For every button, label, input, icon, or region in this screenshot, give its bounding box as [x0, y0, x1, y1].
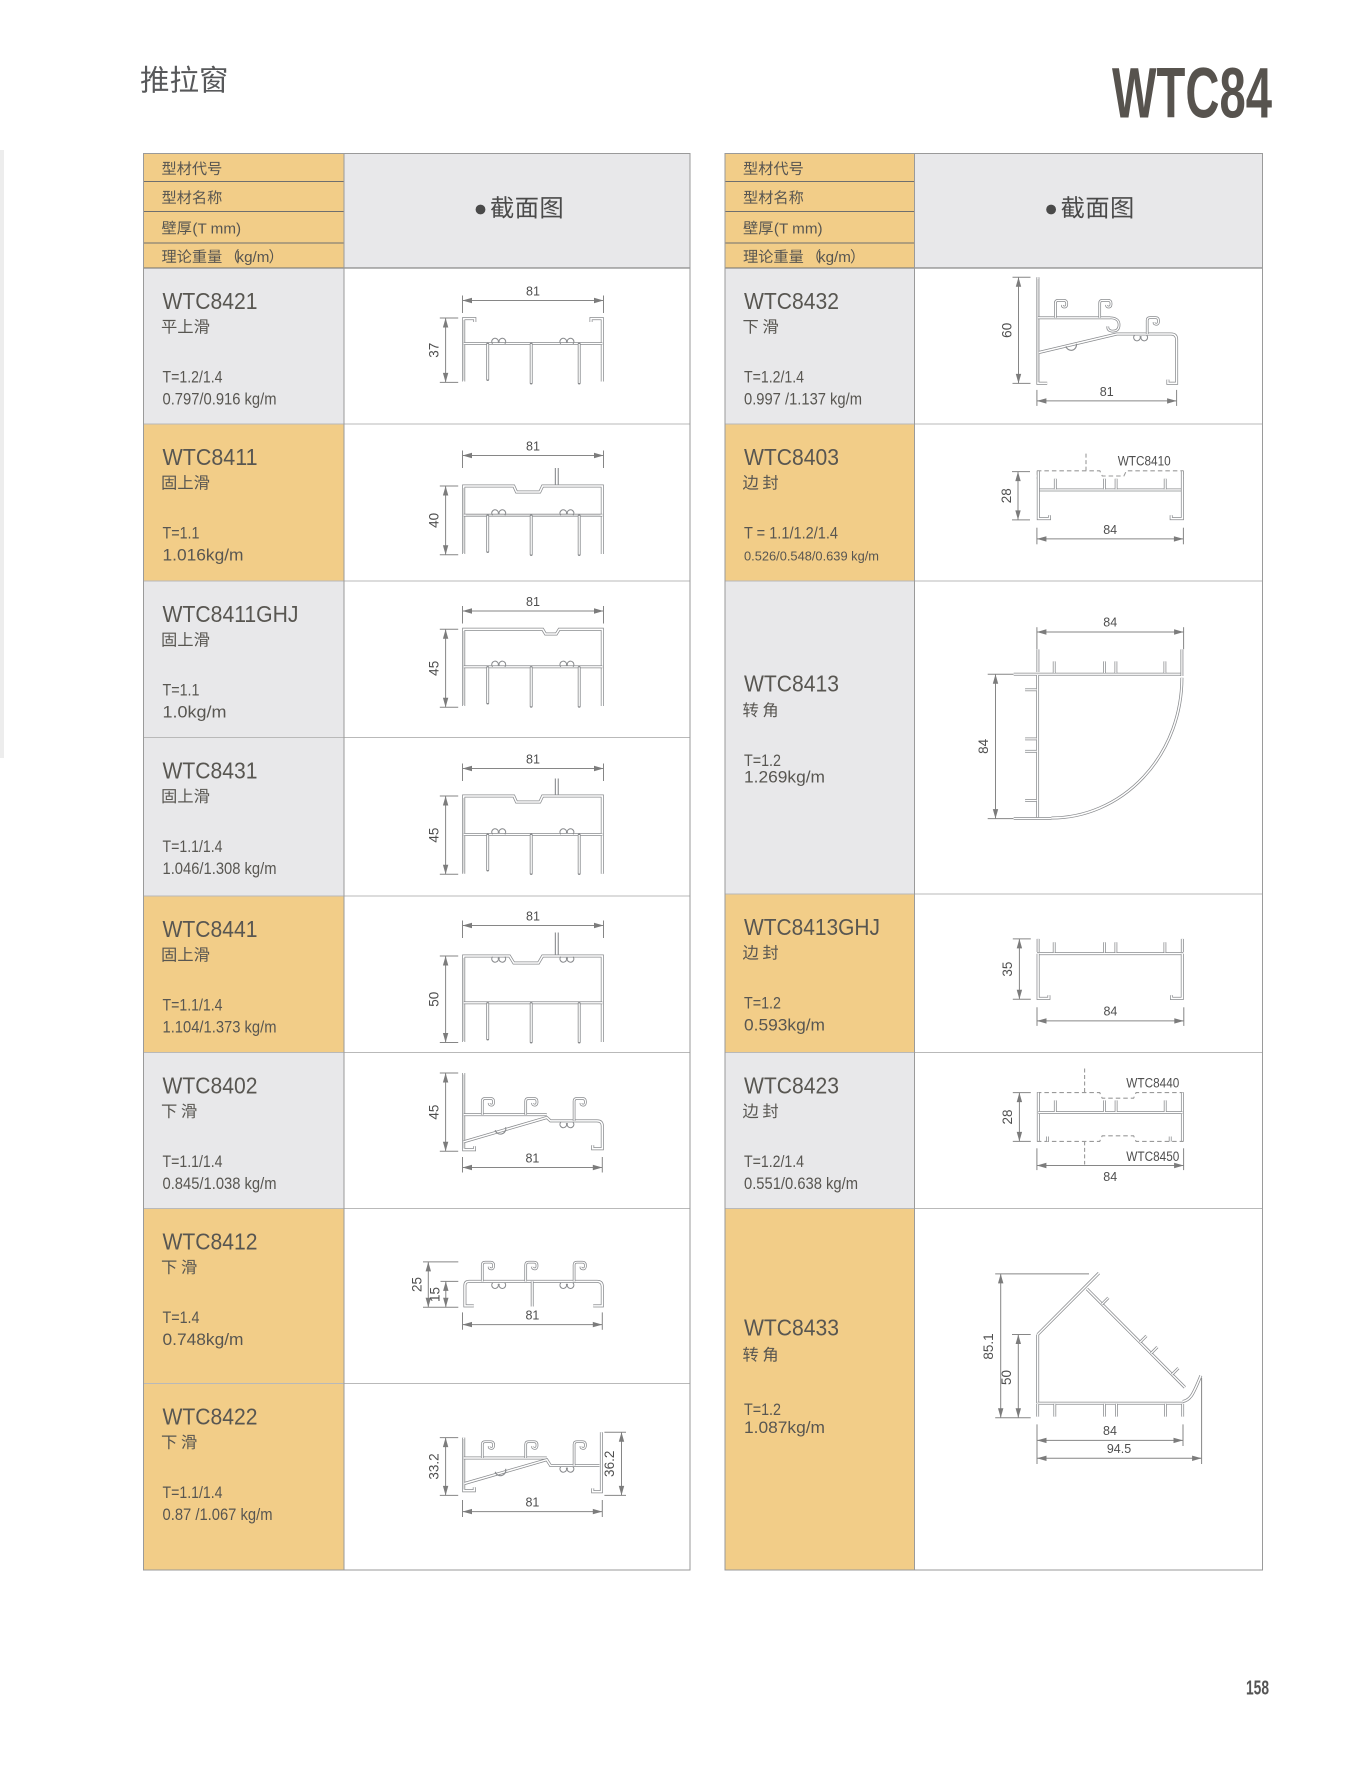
svg-text:T=1.1: T=1.1	[163, 525, 200, 543]
svg-text:28: 28	[1000, 1109, 1015, 1124]
svg-text:84: 84	[1103, 616, 1117, 630]
svg-text:158: 158	[1246, 1677, 1269, 1700]
svg-text:60: 60	[999, 323, 1014, 338]
svg-text:WTC8410: WTC8410	[1118, 453, 1171, 468]
svg-text:0.526/0.548/0.639 kg/m: 0.526/0.548/0.639 kg/m	[744, 549, 879, 564]
svg-text:WTC8403: WTC8403	[744, 444, 839, 470]
svg-text:1.016kg/m: 1.016kg/m	[163, 547, 244, 565]
svg-text:28: 28	[999, 488, 1014, 503]
svg-text:45: 45	[426, 828, 441, 843]
svg-text:WTC8431: WTC8431	[163, 758, 258, 784]
svg-text:81: 81	[525, 1309, 539, 1323]
svg-text:WTC8413: WTC8413	[744, 671, 839, 697]
svg-text:81: 81	[526, 910, 540, 924]
svg-text:0.845/1.038 kg/m: 0.845/1.038 kg/m	[163, 1175, 277, 1193]
svg-text:WTC8412: WTC8412	[163, 1229, 258, 1255]
svg-text:81: 81	[1100, 385, 1114, 399]
svg-text:81: 81	[525, 1152, 539, 1166]
svg-text:25: 25	[409, 1277, 424, 1292]
svg-text:T=1.1/1.4: T=1.1/1.4	[163, 1484, 223, 1502]
svg-text:WTC8441: WTC8441	[163, 916, 258, 942]
svg-text:T=1.1/1.4: T=1.1/1.4	[163, 1153, 223, 1171]
svg-text:0.748kg/m: 0.748kg/m	[163, 1331, 244, 1349]
svg-text:84: 84	[1103, 1170, 1117, 1184]
svg-text:WTC8432: WTC8432	[744, 288, 839, 314]
svg-text:T=1.2/1.4: T=1.2/1.4	[163, 369, 223, 387]
svg-text:WTC8413GHJ: WTC8413GHJ	[744, 914, 880, 940]
svg-text:T=1.4: T=1.4	[163, 1309, 200, 1327]
svg-text:35: 35	[1000, 962, 1015, 977]
svg-text:84: 84	[1103, 1424, 1117, 1438]
svg-text:WTC8411GHJ: WTC8411GHJ	[163, 601, 299, 627]
svg-text:T=1.1/1.4: T=1.1/1.4	[163, 997, 223, 1015]
svg-text:33.2: 33.2	[426, 1453, 441, 1479]
svg-text:T=1.2: T=1.2	[744, 1401, 781, 1419]
svg-text:WTC8422: WTC8422	[163, 1404, 258, 1430]
svg-text:T=1.2: T=1.2	[744, 995, 781, 1013]
svg-text:36.2: 36.2	[602, 1451, 617, 1477]
svg-text:kg/m: kg/m	[237, 249, 270, 266]
svg-text:40: 40	[426, 513, 441, 528]
svg-text:T=1.2/1.4: T=1.2/1.4	[744, 369, 804, 387]
svg-text:1.104/1.373 kg/m: 1.104/1.373 kg/m	[163, 1019, 277, 1037]
svg-text:T=1.1: T=1.1	[163, 682, 200, 700]
svg-text:81: 81	[526, 285, 540, 299]
svg-text:0.551/0.638 kg/m: 0.551/0.638 kg/m	[744, 1175, 858, 1193]
svg-text:84: 84	[1103, 523, 1117, 537]
svg-text:1.269kg/m: 1.269kg/m	[744, 769, 825, 787]
svg-text:WTC8411: WTC8411	[163, 444, 258, 470]
svg-text:WTC8440: WTC8440	[1126, 1076, 1179, 1091]
svg-text:WTC8402: WTC8402	[163, 1073, 258, 1099]
svg-text:WTC84: WTC84	[1112, 55, 1272, 134]
svg-text:T=1.2/1.4: T=1.2/1.4	[744, 1153, 804, 1171]
svg-text:T=1.2: T=1.2	[744, 752, 781, 770]
svg-text:1.046/1.308 kg/m: 1.046/1.308 kg/m	[163, 860, 277, 878]
svg-text:81: 81	[526, 595, 540, 609]
svg-text:0.797/0.916 kg/m: 0.797/0.916 kg/m	[163, 391, 277, 409]
svg-text:1.087kg/m: 1.087kg/m	[744, 1419, 825, 1437]
svg-text:T = 1.1/1.2/1.4: T = 1.1/1.2/1.4	[744, 525, 838, 543]
svg-text:WTC8423: WTC8423	[744, 1073, 839, 1099]
svg-text:37: 37	[426, 343, 441, 358]
svg-text:WTC8433: WTC8433	[744, 1315, 839, 1341]
svg-text:WTC8421: WTC8421	[163, 288, 258, 314]
svg-text:45: 45	[426, 661, 441, 676]
svg-text:50: 50	[999, 1370, 1014, 1385]
svg-text:kg/m: kg/m	[818, 249, 851, 266]
svg-text:T=1.1/1.4: T=1.1/1.4	[163, 838, 223, 856]
svg-text:85.1: 85.1	[981, 1333, 996, 1359]
svg-text:94.5: 94.5	[1107, 1442, 1131, 1456]
svg-text:45: 45	[426, 1105, 441, 1120]
svg-text:0.87 /1.067 kg/m: 0.87 /1.067 kg/m	[163, 1506, 273, 1524]
svg-text:15: 15	[427, 1287, 442, 1302]
svg-text:50: 50	[426, 992, 441, 1007]
svg-text:81: 81	[525, 1496, 539, 1510]
svg-text:WTC8450: WTC8450	[1126, 1149, 1179, 1164]
svg-text:1.0kg/m: 1.0kg/m	[163, 704, 227, 722]
svg-text:(T mm): (T mm)	[774, 221, 823, 238]
svg-text:84: 84	[1103, 1004, 1117, 1018]
svg-text:0.997 /1.137 kg/m: 0.997 /1.137 kg/m	[744, 391, 862, 409]
svg-text:84: 84	[976, 738, 991, 754]
svg-text:81: 81	[526, 440, 540, 454]
svg-text:81: 81	[526, 753, 540, 767]
svg-text:(T mm): (T mm)	[192, 221, 241, 238]
svg-text:0.593kg/m: 0.593kg/m	[744, 1017, 825, 1035]
